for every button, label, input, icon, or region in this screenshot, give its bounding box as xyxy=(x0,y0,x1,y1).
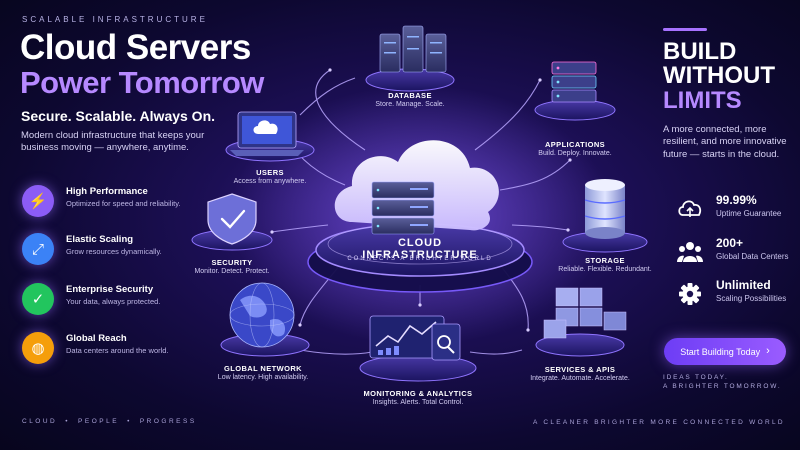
hub-platform xyxy=(307,223,533,293)
stat-uptime: 99.99% Uptime Guarantee xyxy=(677,193,797,229)
stat-label: Global Data Centers xyxy=(716,252,789,261)
chevron-right-icon: › xyxy=(766,345,770,357)
laptop-cloud-icon xyxy=(230,111,304,156)
node-monitoring-title: MONITORING & ANALYTICS xyxy=(363,389,473,398)
node-services-title: SERVICES & APIS xyxy=(544,365,616,374)
ideas-line2: A BRIGHTER TOMORROW. xyxy=(663,383,782,391)
node-services-desc: Integrate. Automate. Accelerate. xyxy=(530,375,630,382)
node-database-desc: Store. Manage. Scale. xyxy=(375,101,445,108)
footer-right: A CLEANER BRIGHTER MORE CONNECTED WORLD xyxy=(533,419,785,426)
headline-desc: A more connected, more resilient, and mo… xyxy=(663,124,787,160)
node-storage-title: STORAGE xyxy=(585,256,625,265)
cloud-upload-icon xyxy=(678,200,702,217)
headline-line3: LIMITS xyxy=(663,86,742,114)
globe-icon: ◍ xyxy=(22,332,54,364)
node-applications-title: APPLICATIONS xyxy=(544,140,606,149)
node-security-title: SECURITY xyxy=(211,258,253,267)
node-users-title: USERS xyxy=(256,168,284,177)
cta-label: Start Building Today xyxy=(680,346,761,357)
globe-network-icon xyxy=(229,282,295,348)
ideas-line1: IDEAS TODAY. xyxy=(663,374,729,381)
stat-data-centers: 200+ Global Data Centers xyxy=(677,236,797,272)
security-shield-icon xyxy=(207,193,257,245)
feature-enterprise-security: ✓ Enterprise Security Your data, always … xyxy=(22,283,202,327)
node-database-title: DATABASE xyxy=(388,91,432,100)
feature-title: High Performance xyxy=(66,186,148,197)
hub-subtitle: CONNECTS A BRIGHTER WORLD xyxy=(347,256,493,262)
stat-value: 200+ xyxy=(716,236,744,250)
footer-word: PEOPLE xyxy=(78,418,120,425)
hub-title-line2: INFRASTRUCTURE xyxy=(362,249,478,262)
headline: BUILD WITHOUT LIMITS xyxy=(663,38,775,114)
hub-title: CLOUD INFRASTRUCTURE xyxy=(340,237,500,261)
subheading: Secure. Scalable. Always On. xyxy=(21,108,216,124)
node-monitoring-desc: Insights. Alerts. Total Control. xyxy=(372,399,464,406)
accent-line xyxy=(663,28,707,31)
tagline: SCALABLE INFRASTRUCTURE xyxy=(22,15,208,24)
footer-word: CLOUD xyxy=(22,418,58,425)
applications-server-icon xyxy=(551,61,597,103)
feature-desc: Your data, always protected. xyxy=(66,297,161,306)
start-building-button[interactable]: Start Building Today › xyxy=(664,338,786,365)
feature-elastic-scaling: ⤢ Elastic Scaling Grow resources dynamic… xyxy=(22,233,202,277)
page-title-line2: Power Tomorrow xyxy=(20,65,264,100)
ideas-tagline: IDEAS TODAY. A BRIGHTER TOMORROW. xyxy=(663,373,781,392)
intro-text: Modern cloud infrastructure that keeps y… xyxy=(21,130,205,154)
footer-left: CLOUD • PEOPLE • PROGRESS xyxy=(22,418,197,425)
node-security-desc: Monitor. Detect. Protect. xyxy=(194,268,270,275)
node-applications-desc: Build. Deploy. Innovate. xyxy=(538,150,612,157)
services-blocks-icon xyxy=(543,287,627,339)
expand-arrows-icon: ⤢ xyxy=(22,233,54,265)
node-storage-desc: Reliable. Flexible. Redundant. xyxy=(558,266,652,273)
people-icon xyxy=(677,242,703,262)
page-title-line1: Cloud Servers xyxy=(20,28,251,67)
gear-icon xyxy=(679,283,701,305)
node-global-desc: Low latency. High availability. xyxy=(217,374,309,381)
feature-title: Enterprise Security xyxy=(66,284,154,295)
shield-check-icon: ✓ xyxy=(22,283,54,315)
stat-value: Unlimited xyxy=(716,278,771,292)
storage-cylinder-icon xyxy=(584,179,626,239)
feature-high-performance: ⚡ High Performance Optimized for speed a… xyxy=(22,185,202,229)
feature-desc: Grow resources dynamically. xyxy=(66,247,162,256)
footer-word: PROGRESS xyxy=(139,418,197,425)
feature-title: Elastic Scaling xyxy=(66,234,134,245)
lightning-icon: ⚡ xyxy=(22,185,54,217)
headline-line2: WITHOUT xyxy=(663,62,775,90)
database-server-icon xyxy=(379,25,447,73)
monitoring-dashboard-icon xyxy=(369,315,461,361)
feature-title: Global Reach xyxy=(66,333,127,344)
stat-scaling: Unlimited Scaling Possibilities xyxy=(677,278,797,314)
feature-desc: Data centers around the world. xyxy=(66,346,169,355)
stat-value: 99.99% xyxy=(716,193,757,207)
stat-label: Scaling Possibilities xyxy=(716,294,787,303)
feature-global-reach: ◍ Global Reach Data centers around the w… xyxy=(22,332,202,376)
dot-separator: • xyxy=(65,418,71,425)
headline-line1: BUILD xyxy=(663,38,737,65)
hub-title-line1: CLOUD xyxy=(397,237,443,249)
server-rack-icon xyxy=(371,181,435,235)
node-global-title: GLOBAL NETWORK xyxy=(224,364,302,373)
node-users-desc: Access from anywhere. xyxy=(233,178,307,185)
dot-separator: • xyxy=(127,418,132,425)
stat-label: Uptime Guarantee xyxy=(716,209,782,218)
feature-desc: Optimized for speed and reliability. xyxy=(66,199,181,208)
